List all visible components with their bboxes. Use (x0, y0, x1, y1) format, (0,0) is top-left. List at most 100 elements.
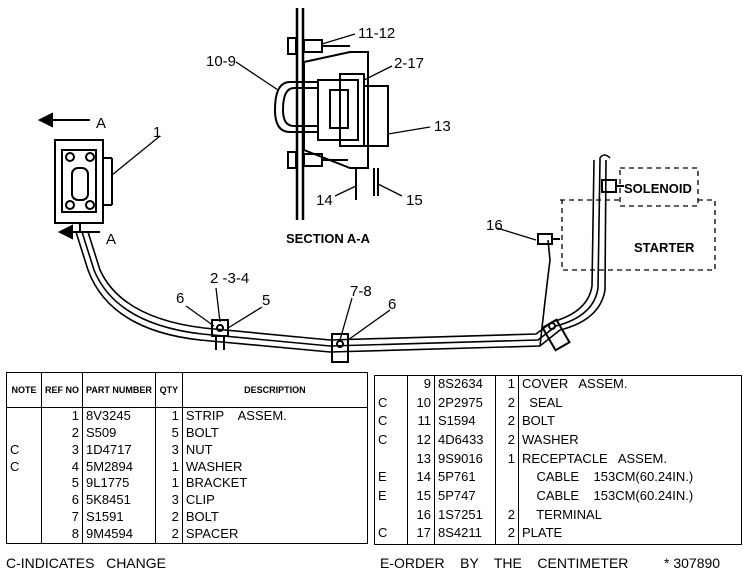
footer-order-note: E-ORDER BY THE CENTIMETER (380, 555, 629, 571)
cell-ref: 14 (407, 469, 435, 488)
cell-part: 4D6433 (434, 432, 496, 451)
cell-desc: WASHER (181, 458, 368, 476)
cell-qty: 3 (154, 441, 183, 459)
solenoid-starter-outline (560, 167, 716, 271)
cell-note (375, 507, 408, 526)
cell-desc: BOLT (181, 509, 368, 527)
header-ref-no: REF NO (40, 372, 83, 408)
cell-note: C (10, 441, 20, 457)
cell-part: S1591 (82, 509, 156, 527)
cell-ref: 5 (40, 475, 83, 493)
cell-ref: 3 (40, 441, 83, 459)
cell-qty: 2 (154, 526, 183, 544)
cell-desc: BOLT (181, 424, 368, 442)
footer-drawing-number: * 307890 (664, 555, 721, 571)
cell-desc: SPACER (181, 526, 368, 544)
cell-desc: TERMINAL (518, 506, 742, 526)
cell-note (7, 526, 42, 543)
cell-note: E (378, 469, 387, 485)
cell-qty: 3 (154, 492, 183, 510)
header-part-number: PART NUMBER (82, 372, 156, 408)
receptacle-strip-assembly (54, 139, 113, 232)
table-header-row: NOTE REF NO PART NUMBER QTY DESCRIPTION (6, 372, 368, 408)
cell-qty: 2 (495, 506, 519, 526)
cell-desc: BOLT (518, 413, 742, 432)
callout-14: 14 (316, 192, 333, 209)
clip-right (541, 318, 571, 352)
section-label-a-bottom: A (106, 231, 116, 248)
header-qty: QTY (154, 372, 183, 408)
cell-ref: 10 (407, 394, 435, 414)
solenoid-label: SOLENOID (624, 181, 692, 196)
callout-13: 13 (434, 118, 451, 135)
callout-15: 15 (406, 192, 423, 209)
callout-10-9: 10-9 (206, 53, 236, 70)
cell-part: 5K8451 (82, 492, 156, 510)
cell-qty: 2 (495, 394, 519, 414)
cell-part: 1D4717 (82, 441, 156, 459)
cell-ref: 17 (407, 525, 435, 545)
cell-ref: 6 (40, 492, 83, 510)
callout-1: 1 (153, 124, 161, 141)
cell-desc: CABLE 153CM(60.24IN.) (518, 469, 742, 488)
cell-qty: 5 (154, 424, 183, 442)
cell-ref: 1 (40, 407, 83, 425)
cell-note: E (378, 487, 387, 503)
starter-label: STARTER (634, 240, 695, 255)
cell-part: 9L1775 (82, 475, 156, 493)
cell-qty: 2 (495, 413, 519, 432)
cell-part: 5P761 (434, 469, 496, 488)
cell-part: S509 (82, 424, 156, 442)
cell-qty: 1 (154, 407, 183, 425)
cell-qty: 1 (154, 458, 183, 476)
footer-change-note: C-INDICATES CHANGE (6, 555, 166, 571)
cell-ref: 9 (407, 375, 435, 395)
section-a-a-assembly (273, 8, 389, 220)
cell-desc: CLIP (181, 492, 368, 510)
cell-note (7, 475, 42, 492)
callout-2-3-4: 2 -3-4 (210, 270, 249, 287)
parts-diagram: 1 A A 10-9 11-12 2-17 13 14 15 SECTION A… (37, 8, 716, 363)
cell-ref: 7 (40, 509, 83, 527)
cell-ref: 13 (407, 450, 435, 470)
cell-qty: 2 (154, 509, 183, 527)
cell-qty: 1 (154, 475, 183, 493)
cell-part: 8S4211 (434, 525, 496, 545)
cell-desc: COVER ASSEM. (518, 375, 742, 395)
header-note: NOTE (6, 372, 42, 408)
cell-ref: 2 (40, 424, 83, 442)
cell-part: 2P2975 (434, 394, 496, 414)
cell-desc: SEAL (518, 394, 742, 414)
parts-table-left: NOTE REF NO PART NUMBER QTY DESCRIPTION … (6, 372, 368, 544)
callout-6-right: 6 (388, 296, 396, 313)
cell-part: 1S7251 (434, 506, 496, 526)
cell-part: 5P747 (434, 487, 496, 507)
cell-note (375, 451, 408, 470)
cell-qty: 1 (495, 375, 519, 395)
cell-ref: 8 (40, 526, 83, 544)
wiring-harness (75, 159, 607, 353)
cell-qty (495, 487, 519, 507)
cell-note: C (10, 458, 20, 474)
cell-note (7, 425, 42, 442)
clip-middle (331, 333, 349, 363)
cell-qty (495, 469, 519, 488)
callout-7-8: 7-8 (350, 283, 372, 300)
cell-note: C (378, 394, 388, 410)
